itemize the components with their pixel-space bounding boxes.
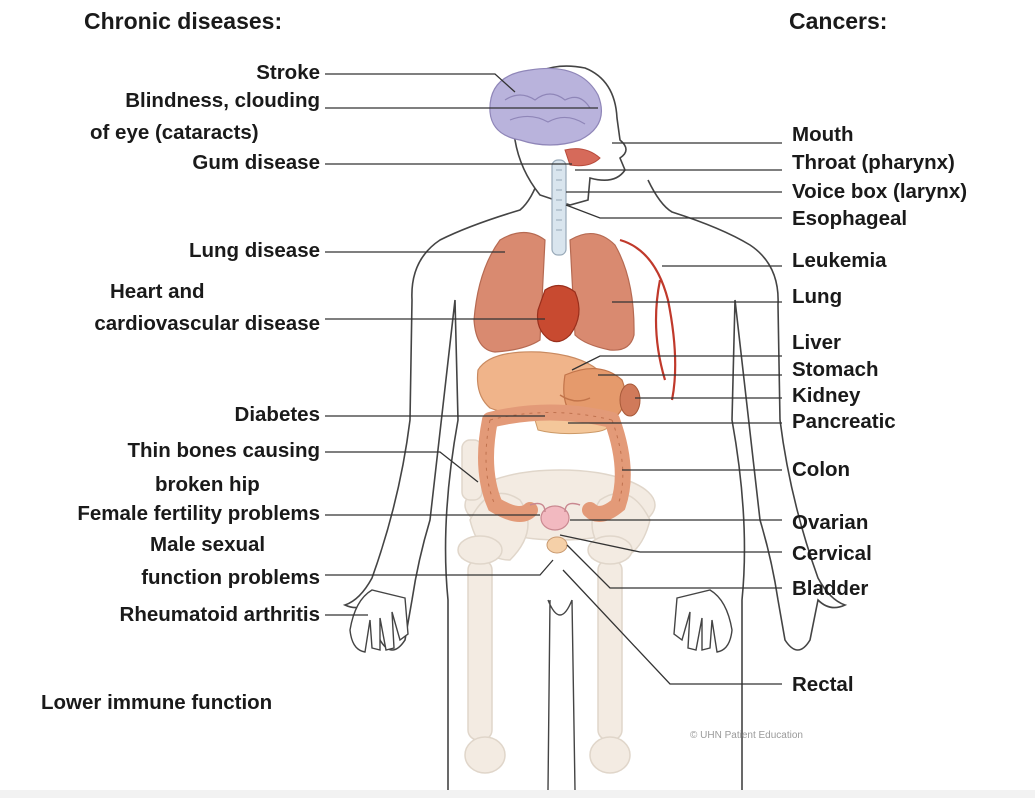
label-gum-disease: Gum disease — [192, 151, 320, 174]
label-cancer-ovarian: Ovarian — [792, 511, 869, 534]
label-cancer-esophageal: Esophageal — [792, 207, 908, 230]
label-cancer-colon: Colon — [792, 458, 851, 481]
label-cancer-rectal: Rectal — [792, 673, 854, 696]
label-male-sexual-line1: Male sexual — [150, 533, 266, 556]
label-lung-disease: Lung disease — [188, 239, 320, 262]
left-lung — [473, 231, 546, 353]
label-cancer-mouth: Mouth — [792, 123, 854, 146]
uterus — [540, 505, 570, 531]
label-diabetes: Diabetes — [234, 403, 320, 426]
label-cancer-lung: Lung — [792, 285, 843, 308]
bottom-bar — [0, 790, 1035, 798]
label-cancer-kidney: Kidney — [792, 384, 861, 407]
label-cancer-stomach: Stomach — [792, 358, 879, 381]
heart — [536, 284, 580, 343]
label-thin-bones-line1: Thin bones causing — [127, 439, 321, 462]
label-blindness-line1: Blindness, clouding — [125, 89, 320, 112]
label-cancer-throat: Throat (pharynx) — [792, 151, 955, 174]
label-cancer-bladder: Bladder — [792, 577, 869, 600]
trachea — [551, 159, 567, 256]
mouth-throat — [564, 148, 601, 167]
label-cancer-leukemia: Leukemia — [792, 249, 887, 272]
body-outline — [342, 174, 848, 790]
label-female-fertility: Female fertility problems — [77, 502, 320, 525]
label-thin-bones-line2: broken hip — [155, 473, 260, 496]
copyright-notice: © UHN Patient Education — [690, 730, 803, 741]
label-rheumatoid-arthritis: Rheumatoid arthritis — [119, 603, 320, 626]
label-lower-immune-function: Lower immune function — [41, 691, 273, 714]
cancers-header: Cancers: — [789, 8, 888, 34]
leader-lines-right — [559, 142, 782, 685]
right-lung — [569, 233, 635, 351]
label-heart-line1: Heart and — [110, 280, 205, 303]
brain — [489, 67, 602, 146]
right-hand-outline — [673, 589, 733, 653]
label-male-sexual-line2: function problems — [141, 566, 320, 589]
label-blindness-line2: of eye (cataracts) — [90, 121, 259, 144]
label-cancer-cervical: Cervical — [792, 542, 872, 565]
label-heart-line2: cardiovascular disease — [94, 312, 320, 335]
label-cancer-voice-box: Voice box (larynx) — [792, 180, 968, 203]
skeleton — [457, 439, 656, 774]
label-stroke: Stroke — [256, 61, 320, 84]
leader-lines-left — [325, 73, 598, 616]
kidney — [619, 383, 641, 417]
label-cancer-liver: Liver — [792, 331, 841, 354]
label-cancer-pancreatic: Pancreatic — [792, 410, 896, 433]
chronic-diseases-header: Chronic diseases: — [84, 8, 283, 34]
head — [489, 65, 627, 206]
leg-outline — [547, 599, 576, 791]
left-hand-outline — [349, 589, 409, 653]
bladder — [546, 536, 568, 554]
